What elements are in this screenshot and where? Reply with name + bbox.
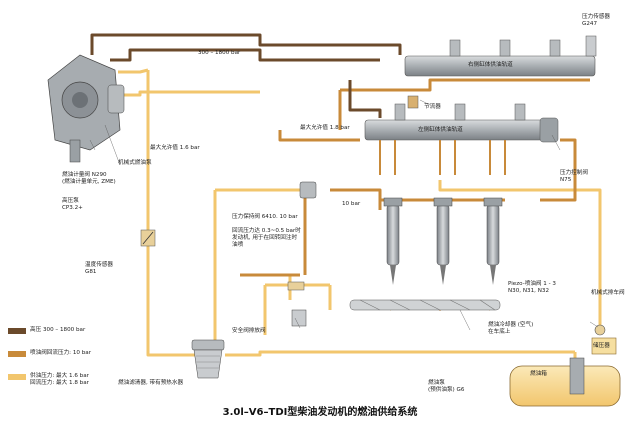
fuel-tank	[509, 337, 621, 407]
pressure-sensor-label: 压力传感器 G247	[582, 14, 610, 27]
temperature-sensor	[140, 229, 156, 247]
max-allowed-1-label: 最大允许值 1.8 bar	[300, 125, 350, 131]
right-rail-label: 右侧缸体供油轨道	[468, 62, 513, 68]
left-rail	[364, 95, 559, 143]
fuel-pump-label: 燃油泵 (预供油泵) G6	[428, 380, 465, 393]
hold-note-label: 回流压力达 0.3~0.5 bar时 发动机, 用于在回转回注时 油喷	[232, 228, 301, 248]
mechanical-pump-label: 机械式燃油泵	[118, 160, 152, 166]
ten-bar-label: 10 bar	[342, 201, 361, 207]
legend-text-return: 喷油阀回流压力: 10 bar	[30, 350, 91, 356]
high-pressure-pump	[47, 54, 125, 163]
legend-swatch-return	[8, 351, 26, 357]
pump-pressure-label: 300 – 1800 bar	[198, 50, 241, 56]
pressure-hold-valve-label: 压力保持阀 6410. 10 bar	[232, 214, 298, 220]
temperature-sensor-label: 温度传感器 G81	[85, 262, 113, 275]
fuel-cooler	[349, 299, 501, 311]
fuel-cooler-label: 燃油冷却器 (空气) 在车底上	[488, 322, 534, 335]
high-pressure-lines	[90, 33, 402, 118]
pressure-hold-valve	[299, 181, 317, 199]
leader-lines	[89, 99, 599, 331]
injector-2	[433, 197, 453, 285]
throttle-label: 节流器	[424, 104, 441, 110]
max-allowed-2-label: 最大允许值 1.6 bar	[150, 145, 200, 151]
legend-swatch-high	[8, 328, 26, 334]
reservoir-label: 储压器	[593, 343, 610, 349]
safety-valve-label: 安全阀排放阀	[232, 328, 266, 334]
rail-connectors	[379, 140, 506, 175]
legend-text-high: 高压 300 – 1800 bar	[30, 327, 86, 333]
safety-valve	[287, 281, 307, 327]
diagram-title: 3.0l–V6–TDI型柴油发动机的燃油供给系统	[222, 407, 418, 418]
fuel-tank-label: 燃油箱	[530, 371, 547, 377]
mechanical-check-valve-label: 机械式排车阀	[591, 290, 625, 296]
injector-1	[383, 197, 403, 285]
hp-pump-label: 高压泵 CP3.2+	[62, 198, 83, 211]
legend-swatch-supply	[8, 374, 26, 380]
injectors-label: Piezo-喷油阀 1 - 3 N30, N31, N32	[508, 281, 556, 294]
injector-3	[483, 197, 503, 285]
metering-valve-label: 燃油计量阀 N290 (燃油计量单元, ZME)	[62, 172, 116, 185]
left-rail-label: 左侧缸体供油轨道	[418, 127, 463, 133]
fuel-filter	[191, 339, 225, 379]
supply-lines	[110, 68, 602, 370]
pressure-control-valve-label: 压力控制阀 N75	[560, 170, 588, 183]
right-rail	[404, 35, 597, 77]
fuel-filter-label: 燃油滤清器, 带有预热水器	[118, 380, 184, 386]
mechanical-check-valve	[594, 324, 606, 336]
legend-text-supply: 供油压力: 最大 1.6 bar 回流压力: 最大 1.8 bar	[30, 373, 89, 386]
